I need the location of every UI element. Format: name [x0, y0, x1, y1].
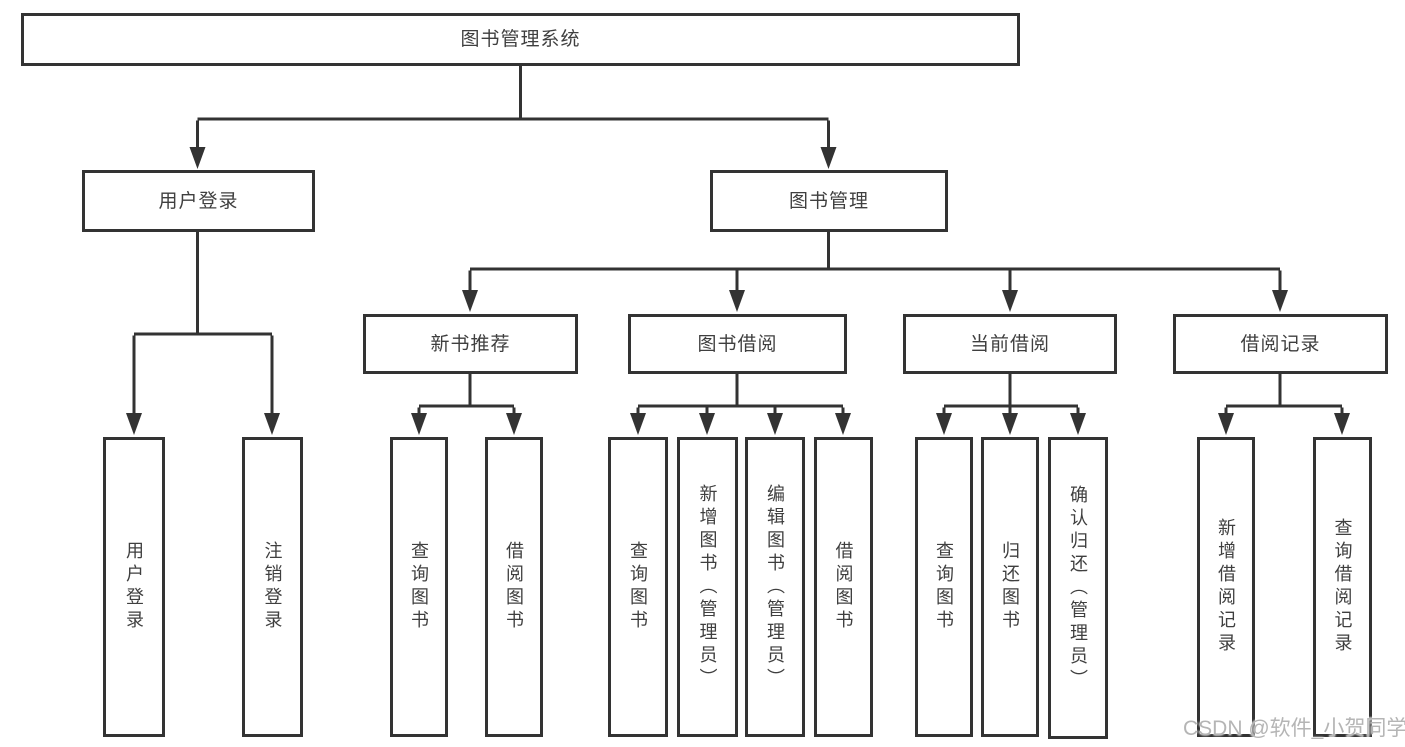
- node-leaf-user-login: 用户登录: [103, 437, 165, 737]
- node-leaf-query-borrow-record: 查询借阅记录: [1313, 437, 1372, 737]
- node-leaf-query-books-3: 查询图书: [915, 437, 973, 737]
- node-leaf-query-books-1: 查询图书: [390, 437, 448, 737]
- node-leaf-confirm-return-admin: 确认归还（管理员）: [1048, 437, 1108, 739]
- node-leaf-logout: 注销登录: [242, 437, 303, 737]
- connector-user-login-children: [132, 232, 274, 418]
- connector-current-borrow-children: [942, 374, 1080, 418]
- node-leaf-borrow-books-2: 借阅图书: [814, 437, 873, 737]
- connector-borrow-records-children: [1224, 374, 1344, 418]
- node-leaf-add-books-admin: 新增图书（管理员）: [677, 437, 738, 737]
- connector-book-borrow-children: [636, 374, 845, 418]
- node-book-management-label: 图书管理: [788, 190, 869, 212]
- node-new-book-recommend: 新书推荐: [363, 314, 578, 374]
- node-borrow-records: 借阅记录: [1173, 314, 1388, 374]
- connector-new-book-children: [417, 374, 516, 418]
- node-book-borrow: 图书借阅: [628, 314, 847, 374]
- connector-book-management-children: [468, 232, 1282, 295]
- node-library-system: 图书管理系统: [21, 13, 1020, 66]
- node-current-borrow: 当前借阅: [903, 314, 1117, 374]
- csdn-watermark: CSDN @软件_小贺同学: [1183, 717, 1405, 740]
- node-leaf-return-books: 归还图书: [981, 437, 1039, 737]
- node-leaf-add-borrow-record: 新增借阅记录: [1197, 437, 1255, 737]
- node-user-login-label: 用户登录: [158, 190, 239, 212]
- node-leaf-borrow-books-1: 借阅图书: [485, 437, 543, 737]
- connector-root-to-level2: [196, 66, 830, 150]
- node-book-management: 图书管理: [710, 170, 948, 232]
- node-current-borrow-label: 当前借阅: [969, 333, 1050, 355]
- node-new-book-recommend-label: 新书推荐: [430, 333, 511, 355]
- node-leaf-query-books-2: 查询图书: [608, 437, 668, 737]
- node-borrow-records-label: 借阅记录: [1240, 333, 1321, 355]
- node-user-login: 用户登录: [82, 170, 315, 232]
- node-book-borrow-label: 图书借阅: [697, 333, 778, 355]
- node-library-system-label: 图书管理系统: [460, 29, 581, 50]
- node-leaf-edit-books-admin: 编辑图书（管理员）: [745, 437, 805, 737]
